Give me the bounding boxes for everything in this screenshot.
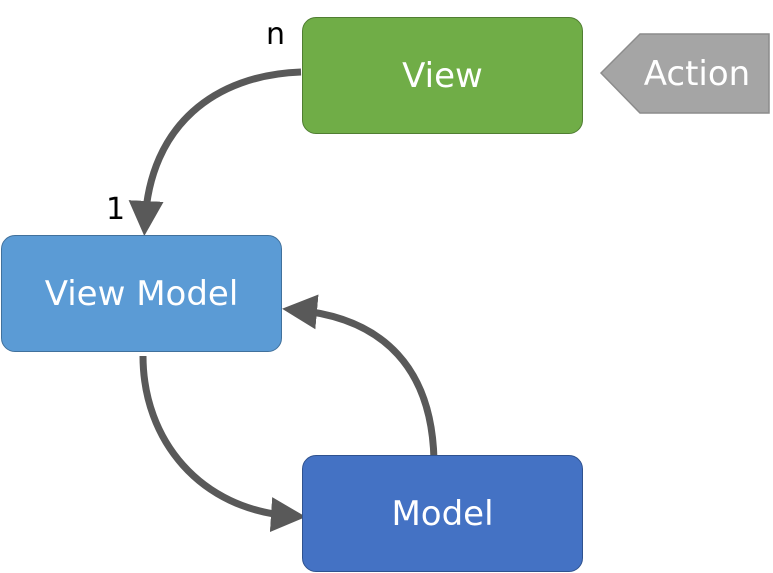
view-model-node: View Model: [1, 235, 282, 352]
action-shape: [599, 33, 770, 114]
view-node-label: View: [402, 55, 483, 96]
arrow-model-to-viewmodel: [282, 294, 438, 461]
view-node: View: [302, 17, 583, 134]
multiplicity-1-label: 1: [106, 192, 126, 227]
arrow-viewmodel-to-model: [139, 355, 306, 533]
model-node: Model: [302, 455, 583, 572]
view-model-node-label: View Model: [44, 273, 239, 314]
multiplicity-n-label: n: [266, 17, 286, 52]
action-label: Action: [643, 54, 751, 94]
arrow-view-to-viewmodel: [128, 68, 302, 236]
model-node-label: Model: [391, 493, 494, 534]
